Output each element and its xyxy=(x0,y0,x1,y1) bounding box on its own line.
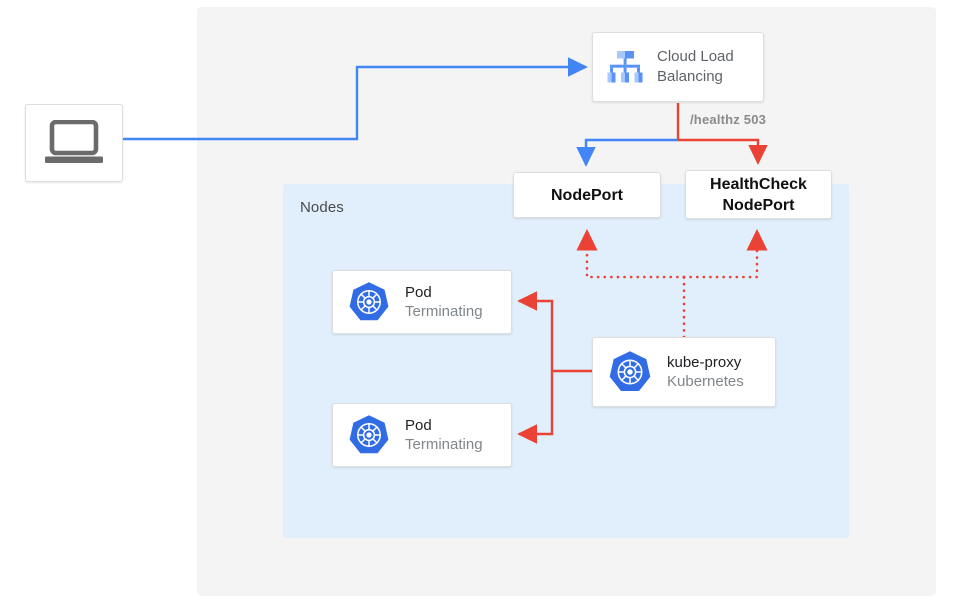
pod-card[interactable]: Pod Terminating xyxy=(332,403,512,467)
cloud-load-balancing-label-line2: Balancing xyxy=(657,68,723,85)
kube-proxy-title: kube-proxy xyxy=(667,354,742,371)
pod-title: Pod xyxy=(405,417,432,434)
pod-text: Pod Terminating xyxy=(405,416,483,454)
cloud-load-balancing-label-line1: Cloud Load xyxy=(657,48,734,65)
nodes-panel-label: Nodes xyxy=(300,199,344,216)
healthcheck-nodeport-label-line1: HealthCheck xyxy=(710,175,807,193)
healthcheck-nodeport-label: HealthCheck NodePort xyxy=(710,174,807,216)
nodeport-card[interactable]: NodePort xyxy=(513,172,661,218)
client-laptop-card[interactable] xyxy=(25,104,123,182)
laptop-icon xyxy=(45,120,103,163)
kubernetes-icon xyxy=(609,351,651,392)
pod-card[interactable]: Pod Terminating xyxy=(332,270,512,334)
pod-text: Pod Terminating xyxy=(405,283,483,321)
kubernetes-icon xyxy=(349,415,389,454)
kubernetes-icon xyxy=(349,282,389,321)
cloud-load-balancing-icon xyxy=(607,51,643,83)
kube-proxy-subtitle: Kubernetes xyxy=(667,373,744,390)
pod-status: Terminating xyxy=(405,436,483,453)
cloud-load-balancing-label: Cloud Load Balancing xyxy=(657,47,734,87)
kube-proxy-text: kube-proxy Kubernetes xyxy=(667,353,744,391)
pod-title: Pod xyxy=(405,284,432,301)
nodeport-label: NodePort xyxy=(551,186,623,204)
healthz-503-label: /healthz 503 xyxy=(690,112,767,127)
pod-status: Terminating xyxy=(405,303,483,320)
healthcheck-nodeport-label-line2: NodePort xyxy=(722,196,795,214)
cloud-load-balancing-card[interactable]: Cloud Load Balancing xyxy=(592,32,764,102)
kube-proxy-card[interactable]: kube-proxy Kubernetes xyxy=(592,337,776,407)
healthcheck-nodeport-card[interactable]: HealthCheck NodePort xyxy=(685,170,832,219)
